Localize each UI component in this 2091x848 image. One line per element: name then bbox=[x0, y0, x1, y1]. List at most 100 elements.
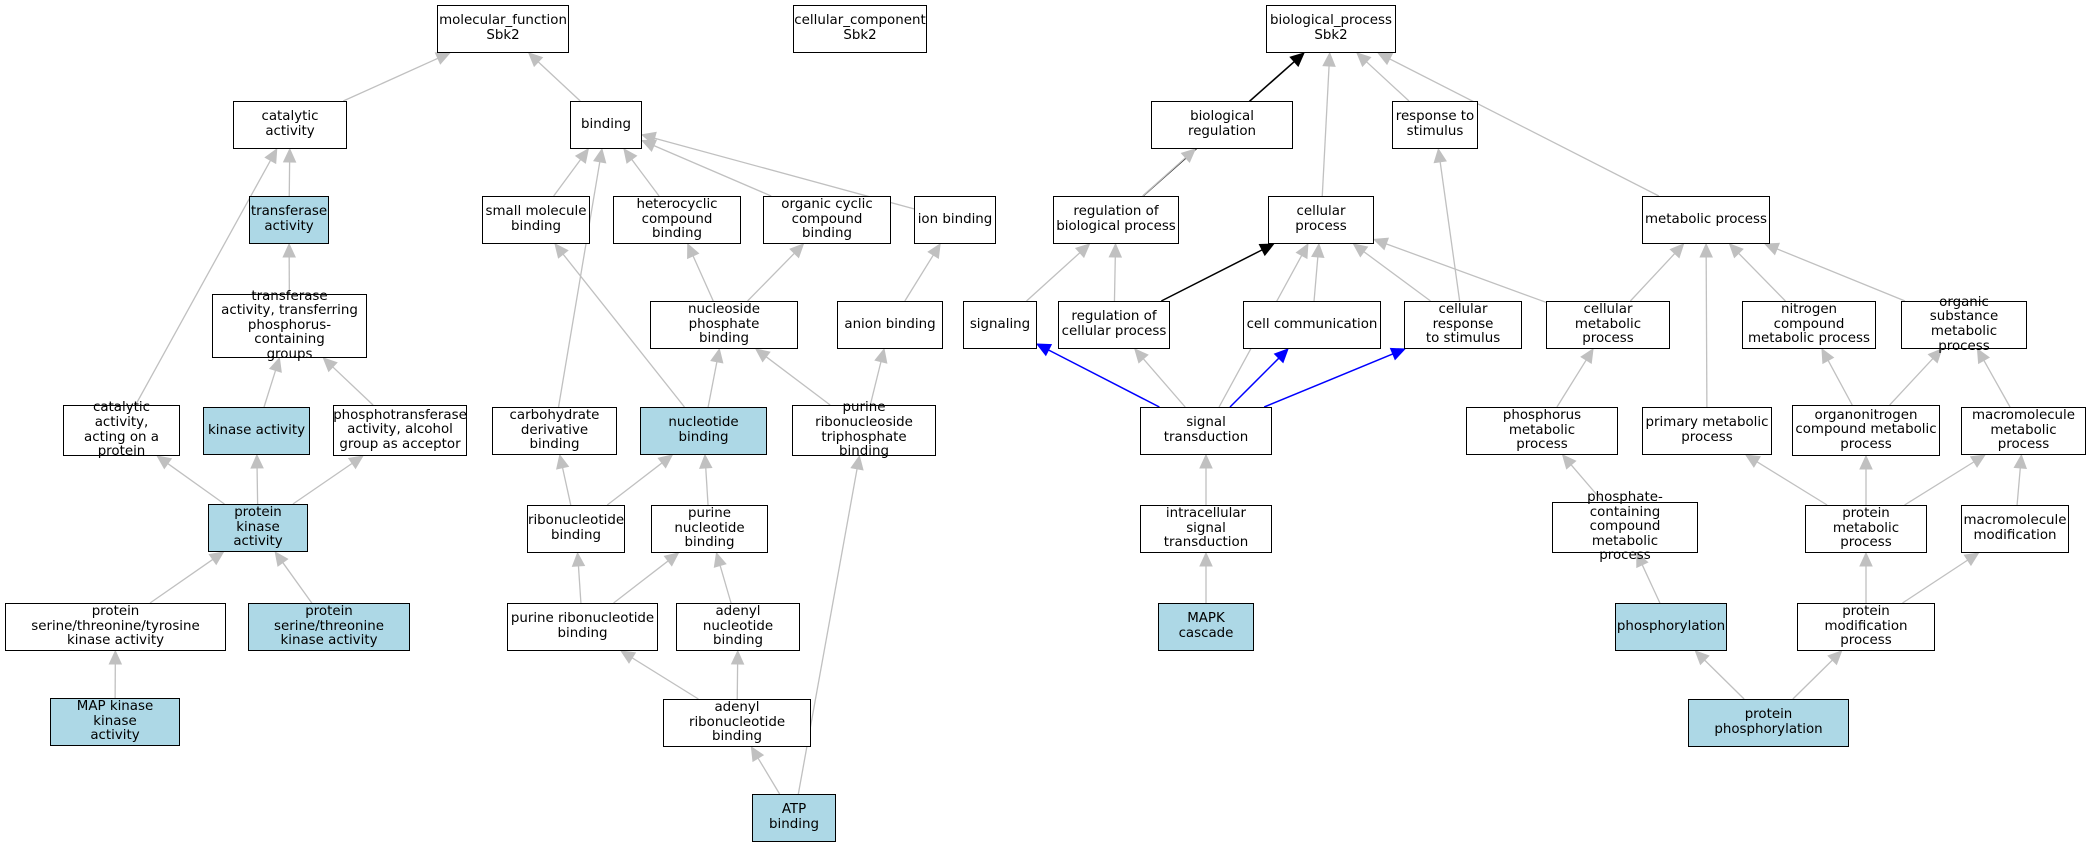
node-nucleotide-binding[interactable]: nucleotide binding bbox=[640, 407, 767, 455]
edge-part_of-52 bbox=[1048, 349, 1160, 408]
edge-arrowhead-0 bbox=[434, 52, 451, 65]
node-small-molecule-binding[interactable]: small molecule binding bbox=[482, 196, 590, 244]
node-heterocyclic-binding[interactable]: heterocyclic compound binding bbox=[613, 196, 741, 244]
node-protein-phosphorylation[interactable]: protein phosphorylation bbox=[1688, 699, 1849, 747]
node-organic-cyclic-binding[interactable]: organic cyclic compound binding bbox=[763, 196, 891, 244]
node-catalytic-activity-protein[interactable]: catalytic activity, acting on a protein bbox=[63, 401, 180, 459]
node-phosphotransferase[interactable]: phosphotransferase activity, alcohol gro… bbox=[333, 405, 467, 456]
edge-arrowhead-31 bbox=[620, 650, 637, 664]
node-ribonucleotide-binding[interactable]: ribonucleotide binding bbox=[527, 505, 625, 553]
edge-is_a-15 bbox=[653, 145, 772, 197]
node-regulation-cellular-process[interactable]: regulation of cellular process bbox=[1058, 301, 1170, 349]
node-signaling[interactable]: signaling bbox=[963, 301, 1037, 349]
edge-arrowhead-64 bbox=[1744, 454, 1761, 468]
node-macromolecule-metabolic-process[interactable]: macromolecule metabolic process bbox=[1961, 407, 2086, 455]
edge-is_a-29 bbox=[613, 560, 669, 604]
node-protein-modification-process[interactable]: protein modification process bbox=[1797, 603, 1935, 651]
node-purine-ribonucleotide-binding[interactable]: purine ribonucleotide binding bbox=[507, 603, 658, 651]
edge-is_a-30 bbox=[719, 565, 732, 604]
node-kinase-activity[interactable]: kinase activity bbox=[203, 407, 310, 455]
edge-is_a-72 bbox=[1792, 659, 1833, 700]
edge-arrowhead-1 bbox=[527, 52, 544, 68]
edge-is_a-47 bbox=[1385, 243, 1547, 303]
node-mapk-cascade[interactable]: MAPK cascade bbox=[1158, 603, 1254, 651]
edge-arrowhead-7 bbox=[156, 455, 173, 470]
edge-is_a-46 bbox=[1439, 161, 1461, 302]
edge-is_a-36 bbox=[1321, 65, 1330, 197]
node-response-to-stimulus[interactable]: response to stimulus bbox=[1392, 101, 1478, 149]
node-signal-transduction[interactable]: signal transduction bbox=[1140, 407, 1272, 455]
edge-arrowhead-2 bbox=[282, 147, 297, 163]
edge-arrowhead-20 bbox=[927, 242, 941, 260]
node-intracellular-signal-transduction[interactable]: intracellular signal transduction bbox=[1140, 505, 1272, 553]
edge-arrowhead-9 bbox=[347, 455, 364, 470]
edge-is_a-26 bbox=[606, 462, 663, 506]
node-phosphate-containing-compound[interactable]: phosphate-containing compound metabolic … bbox=[1552, 490, 1698, 563]
node-regulation-biological-process[interactable]: regulation of biological process bbox=[1053, 196, 1179, 244]
edge-is_a-51 bbox=[1705, 256, 1708, 408]
edge-is_a-19 bbox=[747, 252, 795, 302]
node-cellular-response-to-stimulus[interactable]: cellular response to stimulus bbox=[1404, 301, 1522, 349]
node-cell-communication[interactable]: cell communication bbox=[1243, 301, 1381, 349]
node-macromolecule-modification[interactable]: macromolecule modification bbox=[1961, 505, 2069, 553]
edge-is_a-67 bbox=[2016, 467, 2021, 506]
node-binding[interactable]: binding bbox=[570, 101, 642, 149]
edge-arrowhead-69 bbox=[1859, 551, 1873, 567]
edge-is_a-5 bbox=[263, 370, 277, 408]
edge-part_of-55 bbox=[1263, 353, 1394, 408]
edge-arrowhead-40 bbox=[1180, 148, 1197, 164]
edge-arrowhead-58 bbox=[1199, 551, 1213, 567]
node-molecular-function-root[interactable]: molecular_function Sbk2 bbox=[437, 5, 569, 53]
edge-is_a-49 bbox=[1738, 252, 1786, 302]
node-adenyl-ribonucleotide-binding[interactable]: adenyl ribonucleotide binding bbox=[663, 699, 811, 747]
node-atp-binding[interactable]: ATP binding bbox=[752, 794, 836, 842]
node-purine-ribonucleoside-tp-binding[interactable]: purine ribonucleoside triphosphate bindi… bbox=[792, 401, 936, 459]
node-anion-binding[interactable]: anion binding bbox=[837, 301, 943, 349]
node-purine-nucleotide-binding[interactable]: purine nucleotide binding bbox=[651, 505, 768, 553]
edge-arrowhead-63 bbox=[1561, 454, 1577, 470]
node-biological-process-root[interactable]: biological_process Sbk2 bbox=[1266, 5, 1396, 53]
edge-is_a-10 bbox=[149, 558, 214, 604]
node-organic-substance-metabolic[interactable]: organic substance metabolic process bbox=[1901, 295, 2027, 353]
node-cellular-metabolic-process[interactable]: cellular metabolic process bbox=[1546, 301, 1670, 349]
edge-is_a-22 bbox=[707, 361, 718, 408]
node-ser-thr-tyr-kinase[interactable]: protein serine/threonine/tyrosine kinase… bbox=[5, 603, 226, 651]
edge-arrowhead-37 bbox=[1356, 52, 1372, 68]
edge-arrowhead-30 bbox=[713, 551, 727, 568]
node-organonitrogen-compound-metabolic[interactable]: organonitrogen compound metabolic proces… bbox=[1792, 405, 1940, 456]
edge-is_a-45 bbox=[1363, 251, 1431, 302]
edge-is_a-68 bbox=[1641, 564, 1661, 604]
edge-is_a-63 bbox=[1570, 464, 1604, 503]
edge-is_a-62 bbox=[1983, 360, 2011, 408]
node-protein-kinase-activity[interactable]: protein kinase activity bbox=[208, 504, 308, 552]
node-biological-regulation[interactable]: biological regulation bbox=[1151, 101, 1293, 149]
edge-is_a-50 bbox=[1776, 248, 1906, 302]
edge-arrowhead-3 bbox=[282, 242, 296, 258]
node-map-kinase-kinase[interactable]: MAP kinase kinase activity bbox=[50, 698, 180, 746]
edge-arrowhead-52 bbox=[1035, 343, 1053, 357]
edge-arrowhead-44 bbox=[1311, 242, 1325, 259]
node-ser-thr-kinase[interactable]: protein serine/threonine kinase activity bbox=[248, 603, 410, 651]
edge-arrowhead-23 bbox=[754, 348, 771, 363]
node-ion-binding[interactable]: ion binding bbox=[914, 196, 996, 244]
node-cellular-process[interactable]: cellular process bbox=[1268, 196, 1374, 244]
node-nucleoside-phosphate-binding[interactable]: nucleoside phosphate binding bbox=[650, 301, 798, 349]
node-transferase-phosphorus[interactable]: transferase activity, transferring phosp… bbox=[212, 289, 367, 362]
node-adenyl-nucleotide-binding[interactable]: adenyl nucleotide binding bbox=[676, 603, 800, 651]
node-catalytic-activity[interactable]: catalytic activity bbox=[233, 101, 347, 149]
node-phosphorus-metabolic-process[interactable]: phosphorus metabolic process bbox=[1466, 407, 1618, 455]
node-protein-metabolic-process[interactable]: protein metabolic process bbox=[1805, 505, 1927, 553]
edge-arrowhead-11 bbox=[274, 551, 289, 567]
edge-is_a-8 bbox=[256, 467, 259, 505]
node-nitrogen-compound-metabolic[interactable]: nitrogen compound metabolic process bbox=[1742, 301, 1876, 349]
node-primary-metabolic-process[interactable]: primary metabolic process bbox=[1642, 407, 1772, 455]
node-carbohydrate-derivative-binding[interactable]: carbohydrate derivative binding bbox=[492, 407, 617, 455]
edge-arrowhead-61 bbox=[1927, 348, 1943, 364]
edge-is_a-0 bbox=[342, 57, 439, 102]
node-cellular-component-root[interactable]: cellular_component Sbk2 bbox=[793, 5, 927, 53]
edge-arrowhead-60 bbox=[1821, 347, 1835, 365]
node-transferase-activity[interactable]: transferase activity bbox=[249, 196, 329, 244]
node-metabolic-process[interactable]: metabolic process bbox=[1642, 196, 1770, 244]
edge-is_a-20 bbox=[904, 254, 934, 302]
node-phosphorylation[interactable]: phosphorylation bbox=[1615, 603, 1727, 651]
